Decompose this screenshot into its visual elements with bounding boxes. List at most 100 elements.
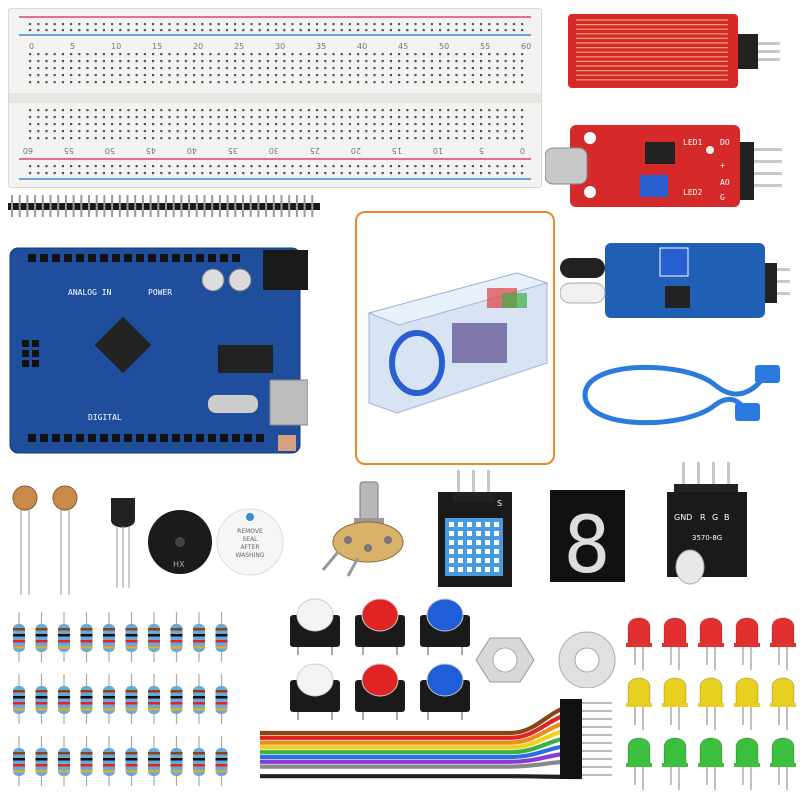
arduino-pin xyxy=(52,254,60,262)
arduino-pin xyxy=(112,254,120,262)
resistor-band xyxy=(58,770,70,773)
led-rim xyxy=(698,703,724,707)
breadboard-number-top: 5 xyxy=(70,42,75,51)
jumper-wires xyxy=(260,699,612,780)
arduino-pin xyxy=(100,254,108,262)
led-rim xyxy=(770,703,796,707)
label-plus: + xyxy=(720,161,725,170)
resistor-body xyxy=(13,686,25,714)
resistor-band xyxy=(215,696,228,699)
resistor-band xyxy=(148,708,160,711)
arduino-pin xyxy=(28,254,36,262)
dht-vent xyxy=(449,531,454,536)
arduino-pin xyxy=(232,254,240,262)
led-rim xyxy=(698,643,724,647)
jumper-pin xyxy=(582,710,612,712)
resistor-body xyxy=(103,748,115,776)
resistor-band xyxy=(35,752,48,755)
breadboard-number-bottom: 15 xyxy=(392,146,402,155)
resistor-band xyxy=(193,634,205,637)
resistor-body xyxy=(125,624,138,652)
dht-vent xyxy=(449,558,454,563)
header-pin xyxy=(295,195,298,217)
header-pin xyxy=(311,195,314,217)
header-pin xyxy=(165,195,167,217)
resistor-band xyxy=(170,752,183,755)
resistor-body xyxy=(215,624,228,652)
resistor-body xyxy=(125,748,138,776)
ir-emitter xyxy=(560,282,606,304)
dht-vent xyxy=(476,540,481,545)
header-plastic xyxy=(8,203,320,210)
resistor-band xyxy=(125,690,138,693)
resistor-band xyxy=(58,640,70,643)
breadboard-number-bottom: 5 xyxy=(479,146,484,155)
comparator-chip xyxy=(645,142,675,164)
resistor-band xyxy=(35,690,48,693)
resistor-band xyxy=(170,708,183,711)
resistor-band xyxy=(58,758,70,761)
resistor-body xyxy=(58,748,70,776)
dht-vent xyxy=(458,540,463,545)
resistor-band xyxy=(13,764,25,767)
button-cap xyxy=(296,598,334,632)
arduino-pin xyxy=(172,434,180,442)
dht-vent xyxy=(485,567,490,572)
resistor-body xyxy=(148,624,160,652)
resistor-band xyxy=(103,764,115,767)
header-pin xyxy=(149,195,152,217)
jumper-pin xyxy=(582,750,612,752)
led-body xyxy=(735,617,759,646)
led-rim xyxy=(662,643,688,647)
resistor-body xyxy=(58,624,70,652)
dht-vent xyxy=(476,531,481,536)
dht-vent xyxy=(467,540,472,545)
led-body xyxy=(699,677,723,706)
pin-header-strip xyxy=(8,195,320,217)
jumper-connector xyxy=(560,747,582,755)
arduino-pin xyxy=(172,254,180,262)
led-rim xyxy=(662,703,688,707)
header-pin xyxy=(57,195,60,217)
breadboard-holes xyxy=(29,23,524,175)
water-level-sensor xyxy=(568,14,780,88)
dht-vent xyxy=(449,540,454,545)
ir-receiver xyxy=(560,258,605,278)
arduino-pin xyxy=(160,434,168,442)
breadboard-number-top: 10 xyxy=(111,42,121,51)
arduino-pin xyxy=(64,434,72,442)
resistor-band xyxy=(103,628,115,631)
rgb-label-gnd: GND xyxy=(674,513,692,522)
jumper-pin xyxy=(582,702,612,704)
resistor-body xyxy=(215,748,228,776)
resistor-band xyxy=(35,770,48,773)
dht-vent xyxy=(485,522,490,527)
resistor-band xyxy=(125,640,138,643)
dht-vent xyxy=(458,558,463,563)
resistor-band xyxy=(58,752,70,755)
resistor-band xyxy=(58,702,70,705)
dht-vent xyxy=(494,531,499,536)
icsp-pin xyxy=(22,340,29,347)
resistor-band xyxy=(125,696,138,699)
arduino-pin xyxy=(28,434,36,442)
sound-sensor-module: LED1 LED2 DO AO + G xyxy=(545,125,782,207)
jumper-pin xyxy=(582,758,612,760)
resistor-band xyxy=(215,752,228,755)
resistor-band xyxy=(103,634,115,637)
header-pin xyxy=(95,195,98,217)
header-pin xyxy=(88,195,90,217)
arduino-pin xyxy=(136,254,144,262)
resistor-band xyxy=(193,752,205,755)
breadboard-center-channel xyxy=(9,93,541,103)
breadboard-number-bottom: 10 xyxy=(433,146,443,155)
led-body xyxy=(663,737,687,766)
resistor-band xyxy=(125,646,138,649)
header-pin xyxy=(249,195,252,217)
rgb-label-r: R xyxy=(700,513,706,522)
seal-text-4: WASHING xyxy=(236,552,265,559)
buzzers: HX REMOVE SEAL AFTER WASHING xyxy=(148,508,284,576)
buzzer-label: HX xyxy=(173,560,185,569)
resistor-band xyxy=(103,646,115,649)
header-pin xyxy=(280,195,283,217)
